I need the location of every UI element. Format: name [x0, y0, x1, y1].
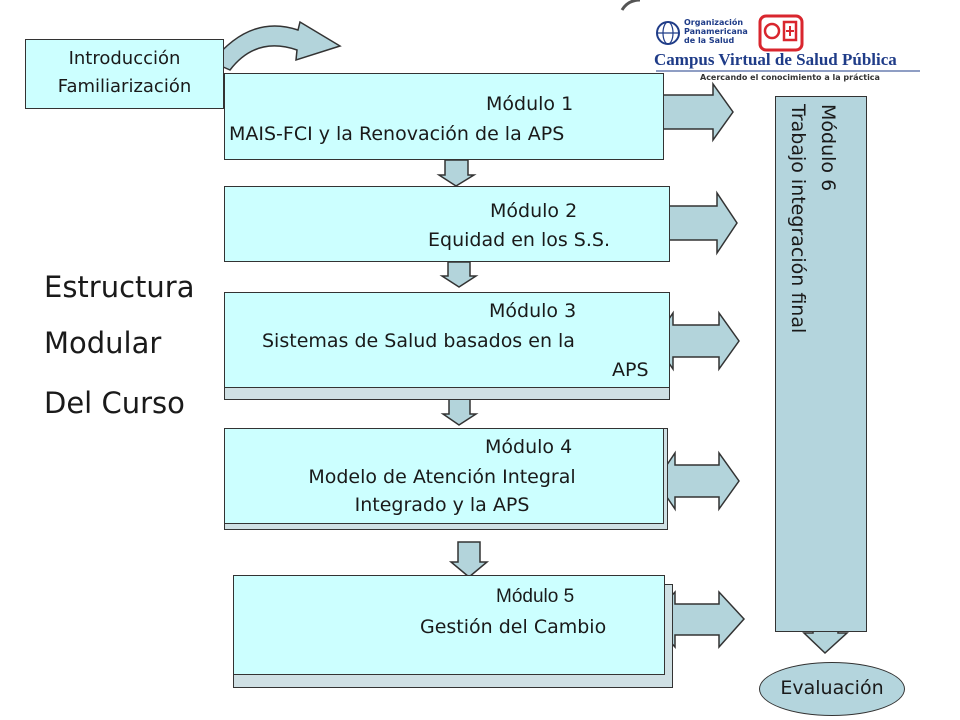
intro-curved-arrow — [210, 20, 342, 71]
intro-line2: Familiarización — [57, 76, 192, 97]
module-3-name-line2: APS — [612, 359, 649, 381]
module-4-number: Módulo 4 — [485, 436, 573, 458]
module-4-name: Modelo de Atención Integral — [308, 466, 576, 488]
down-arrow-1-2 — [436, 159, 477, 187]
module-2-number: Módulo 2 — [490, 200, 578, 222]
double-arrow-5 — [648, 590, 746, 649]
module-3-number: Módulo 3 — [489, 300, 577, 322]
title-line2: Modular — [44, 326, 162, 360]
org-name-line1: Organización — [684, 18, 744, 27]
module-5-name: Gestión del Cambio — [420, 616, 607, 638]
module-3-box — [224, 292, 670, 388]
title-line3: Del Curso — [44, 386, 185, 420]
campus-icon — [758, 14, 804, 52]
title-line1: Estructura — [44, 270, 195, 304]
double-arrow-3 — [653, 310, 740, 372]
org-name-line3: de la Salud — [684, 36, 735, 45]
double-arrow-4 — [655, 450, 740, 512]
evaluation-label: Evaluación — [780, 677, 884, 699]
down-arrow-4-5 — [448, 541, 490, 578]
module-6-number: Módulo 6 — [817, 104, 839, 192]
intro-line1: Introducción — [68, 48, 181, 69]
module-6-name: Trabajo integración final — [787, 104, 809, 334]
module-4-name-line2: Integrado y la APS — [354, 494, 530, 516]
campus-tagline: Acercando el conocimiento a la práctica — [700, 73, 880, 82]
module-1-number: Módulo 1 — [486, 93, 574, 115]
module-4-box — [224, 428, 664, 524]
module-6-column — [775, 96, 867, 632]
module-3-name: Sistemas de Salud basados en la — [262, 330, 575, 352]
module-5-number: Módulo 5 — [496, 586, 575, 607]
module-5-box — [233, 575, 665, 675]
intro-box — [25, 39, 224, 109]
module-2-box — [224, 186, 670, 262]
evaluation-ellipse — [759, 662, 905, 716]
module-2-name: Equidad en los S.S. — [428, 229, 611, 251]
down-arrow-3-4 — [440, 397, 479, 426]
org-name-line2: Panamericana — [684, 27, 748, 36]
module-1-box — [224, 73, 664, 160]
module-1-name: MAIS-FCI y la Renovación de la APS — [229, 123, 565, 145]
campus-name: Campus Virtual de Salud Pública — [654, 50, 897, 69]
down-arrow-2-3 — [439, 261, 479, 288]
